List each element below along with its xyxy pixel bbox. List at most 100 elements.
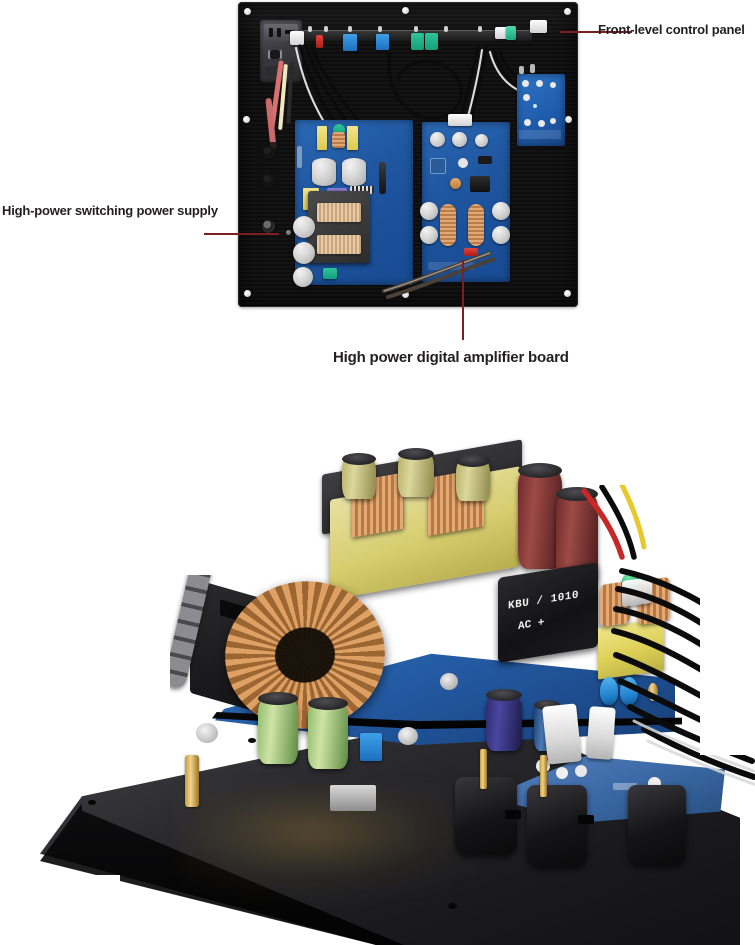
pad (523, 94, 530, 101)
mounting-screw (565, 116, 572, 123)
pad (550, 118, 556, 124)
capacitor-top (398, 448, 434, 460)
switching-power-supply-board (293, 120, 413, 287)
capacitor-top (342, 453, 376, 465)
control-panel-connector (530, 20, 547, 33)
callout-label-front-panel: Front-level control panel (598, 22, 745, 37)
electrolytic-capacitor (430, 132, 445, 147)
strip-pin (348, 26, 352, 32)
speaker-binding-post (527, 785, 587, 867)
green-terminal-block (425, 33, 438, 50)
background-mask (700, 455, 755, 755)
electrolytic-capacitor (492, 202, 510, 220)
board-pin (519, 66, 524, 74)
jack-body (256, 142, 280, 163)
rca-input-jack (262, 220, 275, 233)
red-capacitor (316, 35, 323, 48)
electrolytic-capacitor (398, 453, 434, 497)
gold-terminal (648, 683, 658, 701)
output-electrolytic-capacitor (258, 698, 298, 764)
amplifier-plate-perspective-view: KBU / 1010 AC + (0, 439, 755, 945)
pcb-standoff (185, 755, 199, 807)
transformer-winding (317, 235, 361, 254)
hv-electrolytic-capacitor (518, 469, 562, 569)
capacitor-top (486, 689, 522, 701)
standoff-washer (398, 727, 418, 745)
pad (533, 104, 537, 108)
red-terminal (464, 248, 478, 256)
electrolytic-capacitor (492, 226, 510, 244)
mounting-screw (564, 8, 571, 15)
background-mask (0, 455, 290, 575)
mounting-hole (448, 903, 457, 909)
strip-pin (324, 26, 328, 32)
electrolytic-capacitor (293, 216, 315, 238)
electrolytic-capacitor (293, 267, 313, 287)
pad (458, 158, 468, 168)
callout-label-psu: High-power switching power supply (2, 203, 218, 218)
pad (556, 767, 568, 779)
output-electrolytic-capacitor (308, 703, 348, 769)
mounting-screw (286, 230, 291, 235)
main-transformer (308, 191, 370, 263)
pad (524, 119, 531, 126)
green-terminal-block (411, 33, 424, 50)
pad (575, 765, 587, 777)
silkscreen-band (519, 130, 561, 139)
transformer-winding (317, 203, 361, 222)
mounting-screw (402, 291, 409, 298)
electrolytic-capacitor (420, 202, 438, 220)
soic-package (478, 156, 492, 164)
blue-capacitor (600, 677, 618, 705)
film-capacitor (317, 126, 327, 150)
callout-leader-amp-board (462, 260, 464, 340)
output-inductor (468, 204, 484, 246)
terminal-notch (578, 815, 594, 824)
harness-connector (290, 31, 304, 45)
electrolytic-capacitor (420, 226, 438, 244)
ic-chip (430, 158, 446, 174)
capacitor-top (308, 697, 348, 710)
board-pin (530, 64, 535, 73)
pad (536, 80, 543, 87)
capacitor-top (518, 463, 562, 478)
blue-capacitor (376, 34, 389, 50)
inlet-slot (285, 30, 294, 34)
electrolytic-capacitor (312, 158, 336, 186)
terminal-notch (505, 810, 521, 819)
speaker-wires (382, 251, 496, 299)
mounting-screw (564, 290, 571, 297)
strip-pin (478, 26, 482, 32)
output-inductor (440, 204, 456, 246)
background-mask (0, 875, 120, 935)
electrolytic-capacitor (475, 134, 488, 147)
inductor (332, 132, 345, 148)
electrolytic-capacitor (486, 695, 522, 751)
inlet-slot (269, 28, 273, 37)
green-terminal-block (323, 268, 337, 279)
pad (538, 120, 545, 127)
to220-transistor (379, 162, 386, 194)
inlet-slot (277, 28, 281, 37)
callout-leader-front-panel (560, 31, 632, 33)
callout-leader-psu (204, 233, 279, 235)
capacitor-top (534, 700, 560, 710)
blue-capacitor (343, 34, 357, 51)
mounting-hole (248, 738, 256, 743)
trimmer (450, 178, 461, 189)
strip-pin (414, 26, 418, 32)
harness-connector (495, 27, 508, 39)
ic-package (350, 186, 374, 194)
mounting-screw (244, 290, 251, 297)
heatsink-tab (330, 785, 376, 811)
electrolytic-capacitor (452, 132, 467, 147)
green-connector (506, 26, 516, 40)
standoff-washer (440, 673, 458, 690)
jack-body (256, 170, 280, 191)
front-level-control-board (517, 74, 565, 146)
film-capacitor (347, 126, 358, 150)
capacitor-top (456, 455, 490, 467)
standoff-washer (196, 723, 218, 743)
pad (550, 82, 556, 88)
